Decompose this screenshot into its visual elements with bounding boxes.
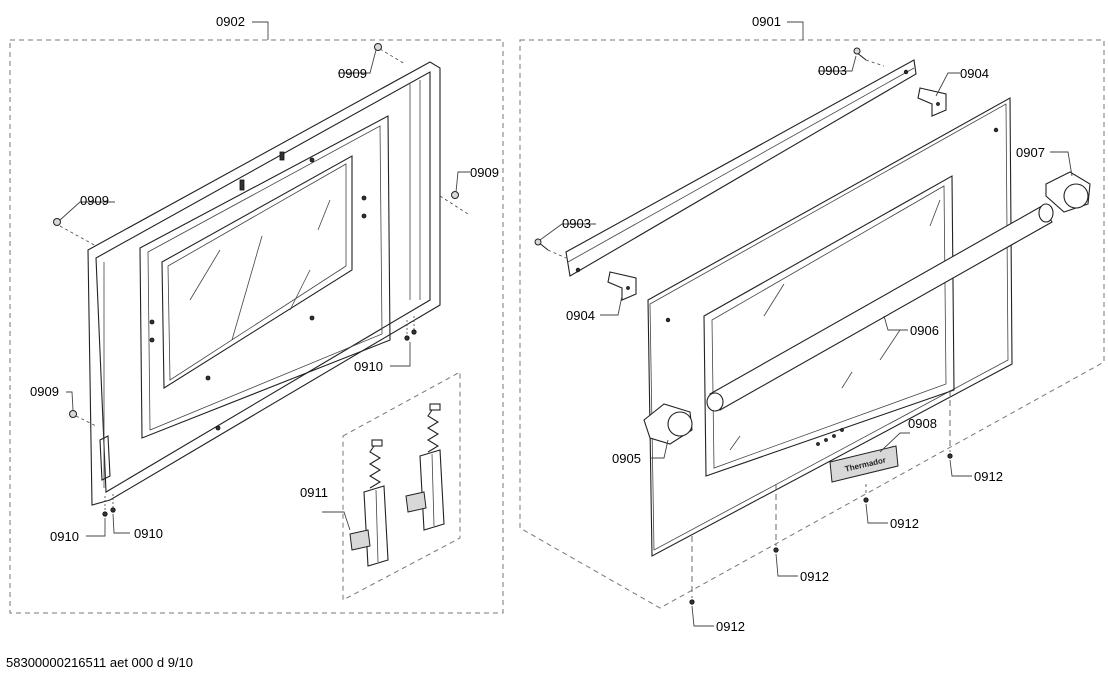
screw-0912-a [947,390,953,459]
label-0901: 0901 [752,14,781,29]
screw-0909-top [374,43,406,65]
hinge-0911-right [405,403,445,531]
group-boundary-0901 [519,39,1105,609]
hinge-group-boundary [342,371,461,601]
label-0912-b: 0912 [890,516,919,531]
document-id-footer: 58300000216511 aet 000 d 9/10 [6,655,193,670]
label-0903-top: 0903 [818,63,847,78]
screw-0909-lower [69,410,97,427]
screw-0909-right [439,191,469,215]
brand-badge-0908: Thermador [829,445,899,483]
screw-0910-pair-right [404,316,417,341]
label-0902: 0902 [216,14,245,29]
handle-bar-0906 [706,203,1054,412]
screw-0909-left [53,218,97,247]
screw-0903-left [534,238,567,259]
label-0910-left-a: 0910 [50,529,79,544]
part-labels: 0902 0901 0909 0909 0909 0909 0910 0910 … [30,14,1045,634]
label-0904-bottom: 0904 [566,308,595,323]
bracket-0904-top [917,87,947,117]
screw-0912-d [689,536,695,605]
group-boundary-0902 [9,39,504,614]
label-0905: 0905 [612,451,641,466]
label-0910-right: 0910 [354,359,383,374]
screw-0910-pair-left [102,494,116,517]
label-0912-d: 0912 [716,619,745,634]
hinge-0911-left [349,439,389,567]
label-0911: 0911 [300,485,328,500]
label-0909-lower: 0909 [30,384,59,399]
outer-door-assembly: Thermador [519,21,1105,627]
label-0907: 0907 [1016,145,1045,160]
label-0910-left-b: 0910 [134,526,163,541]
screw-0903-top [853,47,885,67]
label-0904-top: 0904 [960,66,989,81]
label-0909-right: 0909 [470,165,499,180]
label-0912-c: 0912 [800,569,829,584]
handle-cap-0907 [1045,171,1091,213]
label-0912-a: 0912 [974,469,1003,484]
label-0909-left: 0909 [80,193,109,208]
screw-0912-c [773,484,779,553]
label-0909-top: 0909 [338,66,367,81]
inner-door-panel [87,61,441,506]
screw-0912-b [863,484,869,503]
label-0903-left: 0903 [562,216,591,231]
handle-cap-0905 [643,403,693,445]
top-trim-strip [565,59,917,277]
label-0906: 0906 [910,323,939,338]
label-0908: 0908 [908,416,937,431]
inner-door-assembly [9,21,504,614]
bracket-0904-bottom [607,271,637,301]
